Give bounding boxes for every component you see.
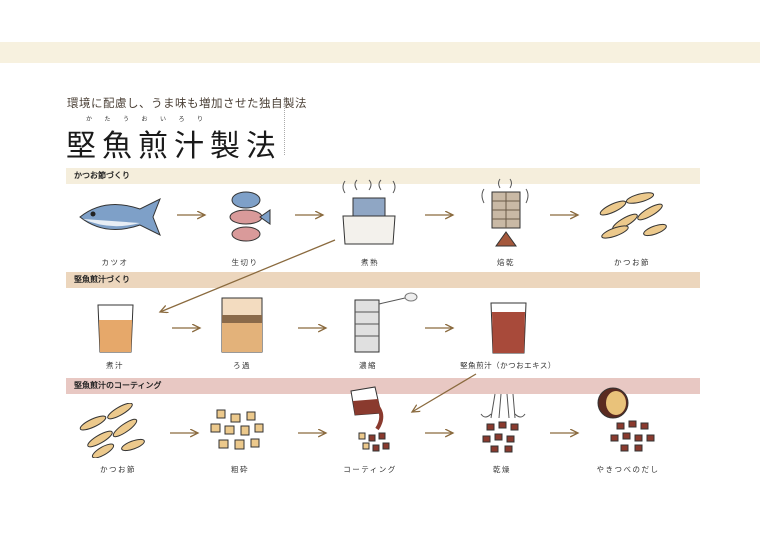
section-header-katsuobushi: かつお節づくり xyxy=(66,168,700,184)
step-label: 煮汁 xyxy=(106,361,124,370)
section-header-coating: 堅魚煎汁のコーティング xyxy=(66,378,700,394)
drying-icon xyxy=(480,393,526,453)
yakitsube-dashi-icon xyxy=(597,387,655,452)
step-label: 焙乾 xyxy=(497,258,515,267)
step-label: 堅魚煎汁（かつおエキス） xyxy=(460,361,556,370)
step-label: ろ過 xyxy=(233,361,251,370)
step-label: カツオ xyxy=(101,258,129,267)
irori-extract-icon xyxy=(490,302,527,354)
arrow-diagonal-extract xyxy=(412,373,477,412)
step-label: かつお節 xyxy=(100,465,136,474)
smoking-rack-icon xyxy=(481,178,529,247)
title-ruby: かたうおいろり xyxy=(86,116,216,123)
filtration-icon xyxy=(221,297,263,353)
crushed-flakes-icon xyxy=(210,409,264,450)
step-label: かつお節 xyxy=(614,258,650,267)
step-label: 乾燥 xyxy=(493,465,511,474)
top-band xyxy=(0,42,760,63)
section-header-irori: 堅魚煎汁づくり xyxy=(66,272,700,288)
step-label: やきつべのだし xyxy=(596,465,660,474)
step-label: 濃縮 xyxy=(359,361,377,370)
step-label: 粗砕 xyxy=(231,465,249,474)
step-label: 生切り xyxy=(231,258,259,267)
concentrator-icon xyxy=(354,292,418,353)
sliced-fish-icon xyxy=(229,191,271,242)
bonito-fish-icon xyxy=(79,197,161,237)
arrow-diagonal-broth xyxy=(160,239,336,312)
katsuobushi-icon xyxy=(79,403,145,458)
coating-icon xyxy=(350,386,390,452)
step-label: 煮熟 xyxy=(361,258,379,267)
step-label: コーティング xyxy=(343,465,397,474)
broth-beaker-icon xyxy=(97,304,134,353)
page-title: 堅魚煎汁製法 xyxy=(66,129,282,164)
boiling-pot-icon xyxy=(342,179,396,245)
katsuobushi-icon xyxy=(599,192,667,239)
divider xyxy=(284,97,285,155)
subtitle: 環境に配慮し、うま味も増加させた独自製法 xyxy=(67,96,307,110)
